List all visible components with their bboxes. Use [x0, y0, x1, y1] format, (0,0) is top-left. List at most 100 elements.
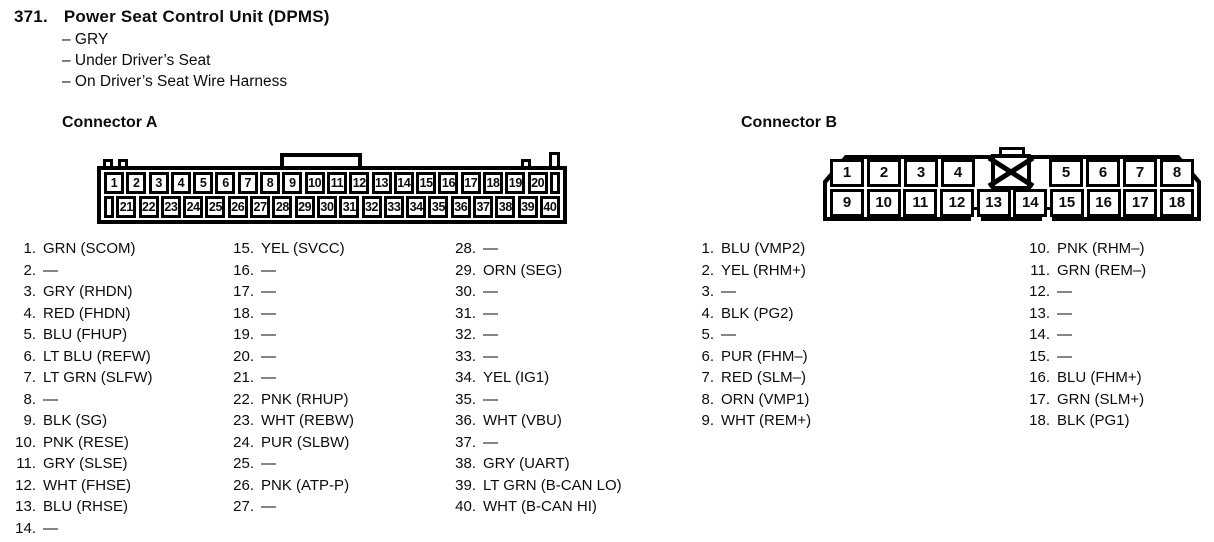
pin-wire-label: PNK (RESE) [43, 433, 129, 451]
connector-a-pin-cell: 11 [326, 172, 347, 194]
pin-number: 11. [1030, 261, 1050, 279]
pin-number: 31. [455, 304, 476, 322]
connector-a-diagram: 1 2 3 4 5 6 7 8 9 10 11 12 13 14 15 16 1… [97, 150, 567, 224]
connector-a-mount-tab [521, 159, 531, 170]
pin-list-row: 16. BLU (FHM+) [1022, 367, 1146, 389]
pin-number: 8. [23, 390, 36, 408]
connector-a-pin-cell: 5 [193, 172, 214, 194]
pin-list-row: 14. — [12, 518, 152, 540]
connector-a-pin-cell: 32 [361, 196, 382, 218]
pin-number: 40. [455, 498, 476, 515]
pin-wire-label: YEL (RHM+) [721, 261, 806, 279]
connector-a-pin-list-col2: 15. YEL (SVCC) 16. — 17. — 18. — 19. — 2… [228, 238, 354, 518]
pin-wire-label: BLK (SG) [43, 412, 108, 429]
pin-list-row: 16. — [228, 260, 354, 282]
connector-a-pin-cell: 36 [450, 196, 471, 218]
pin-wire-label: GRY (SLSE) [43, 455, 128, 472]
pin-number: 16. [233, 261, 254, 279]
connector-a-mount-tab [549, 152, 560, 170]
pin-wire-label: — [1057, 304, 1072, 322]
connector-b-pin-list-col2: 10. PNK (RHM–) 11. GRN (REM–) 12. — 13. … [1022, 238, 1146, 432]
connector-b-pin-cell: 8 [1160, 159, 1194, 187]
pin-list-row: 6. LT BLU (REFW) [12, 346, 152, 368]
connector-a-pin-cell: 17 [460, 172, 481, 194]
pin-list-row: 40. WHT (B-CAN HI) [448, 496, 622, 518]
connector-a-pin-cell: 39 [517, 196, 538, 218]
connector-a-pin-cell: 16 [438, 172, 459, 194]
pin-wire-label: PNK (RHUP) [261, 390, 349, 408]
pin-number: 21. [233, 369, 254, 386]
pin-wire-label: YEL (SVCC) [261, 240, 345, 257]
connector-a-pin-cell: 29 [294, 196, 315, 218]
connector-a-pin-cell: 1 [104, 172, 124, 194]
connector-a-pin-cell: 9 [282, 172, 303, 194]
pin-list-row: 30. — [448, 281, 622, 303]
pin-list-row: 5. — [688, 324, 811, 346]
pin-number: 15. [1029, 347, 1050, 365]
pin-wire-label: — [483, 283, 498, 300]
pin-wire-label: LT BLU (REFW) [43, 347, 151, 365]
pin-list-row: 18. BLK (PG1) [1022, 410, 1146, 432]
pin-number: 36. [455, 412, 476, 429]
pin-wire-label: BLU (RHSE) [43, 498, 129, 515]
pin-wire-label: — [261, 261, 276, 279]
pin-list-row: 1. GRN (SCOM) [12, 238, 152, 260]
pin-wire-label: ORN (SEG) [483, 261, 563, 279]
connector-b-pin-cell: 1 [830, 159, 864, 187]
pin-list-row: 8. — [12, 389, 152, 411]
connector-a-pin-cell: 6 [215, 172, 236, 194]
pin-number: 11. [16, 455, 36, 472]
pin-list-row: 26. PNK (ATP-P) [228, 475, 354, 497]
connector-b-bottom-row: 9 10 11 12 13 14 15 16 17 18 [830, 189, 1194, 217]
pin-number: 22. [233, 390, 254, 408]
pin-list-row: 11. GRN (REM–) [1022, 260, 1146, 282]
connector-a-latch [280, 153, 362, 170]
pin-list-row: 7. RED (SLM–) [688, 367, 811, 389]
unit-detail-line: – On Driver’s Seat Wire Harness [62, 73, 288, 90]
pin-wire-label: — [721, 326, 736, 343]
pin-number: 7. [23, 369, 36, 386]
connector-a-pin-cell: 20 [527, 172, 548, 194]
connector-b-pin-cell: 7 [1123, 159, 1157, 187]
pin-wire-label: — [483, 390, 498, 408]
pin-wire-label: BLU (FHM+) [1057, 369, 1142, 386]
pin-list-row: 12. WHT (FHSE) [12, 475, 152, 497]
connector-a-pin-cell: 15 [416, 172, 437, 194]
pin-list-row: 14. — [1022, 324, 1146, 346]
page-title: Power Seat Control Unit (DPMS) [63, 7, 330, 26]
connector-b-top-row: 1 2 3 4 5 6 7 8 [830, 159, 1194, 187]
pin-list-row: 29. ORN (SEG) [448, 260, 622, 282]
connector-a-pin-cell: 4 [170, 172, 191, 194]
pin-wire-label: — [43, 519, 58, 537]
pin-wire-label: — [261, 347, 276, 365]
pin-number: 5. [701, 326, 714, 343]
pin-number: 3. [701, 283, 714, 300]
pin-number: 19. [233, 326, 254, 343]
x-mark-icon [987, 155, 1035, 189]
connector-b-pin-cell: 9 [830, 189, 864, 217]
pin-wire-label: — [261, 455, 276, 472]
connector-a-pin-cell: 8 [260, 172, 281, 194]
pin-list-row: 36. WHT (VBU) [448, 410, 622, 432]
connector-b-pin-cell: 17 [1123, 189, 1158, 217]
pin-number: 17. [1029, 390, 1050, 408]
pin-wire-label: WHT (REBW) [261, 412, 355, 429]
pin-wire-label: LT GRN (B-CAN LO) [483, 476, 622, 494]
pin-wire-label: GRN (SCOM) [43, 240, 136, 257]
pin-list-row: 19. — [228, 324, 354, 346]
connector-a-pin-cell: 24 [183, 196, 204, 218]
pin-list-row: 5. BLU (FHUP) [12, 324, 152, 346]
connector-a-blank-slot [549, 172, 560, 194]
pin-wire-label: GRN (REM–) [1057, 261, 1147, 279]
pin-list-row: 4. BLK (PG2) [688, 303, 811, 325]
pin-wire-label: — [1057, 347, 1072, 365]
connector-a-pin-cell: 40 [539, 196, 560, 218]
connector-b-blocked-cavity [987, 154, 1035, 190]
pin-list-row: 13. BLU (RHSE) [12, 496, 152, 518]
connector-a-pin-cell: 33 [383, 196, 404, 218]
pin-number: 4. [23, 304, 36, 322]
pin-number: 16. [1029, 369, 1050, 386]
pin-number: 1. [23, 240, 36, 257]
pin-wire-label: — [261, 304, 276, 322]
